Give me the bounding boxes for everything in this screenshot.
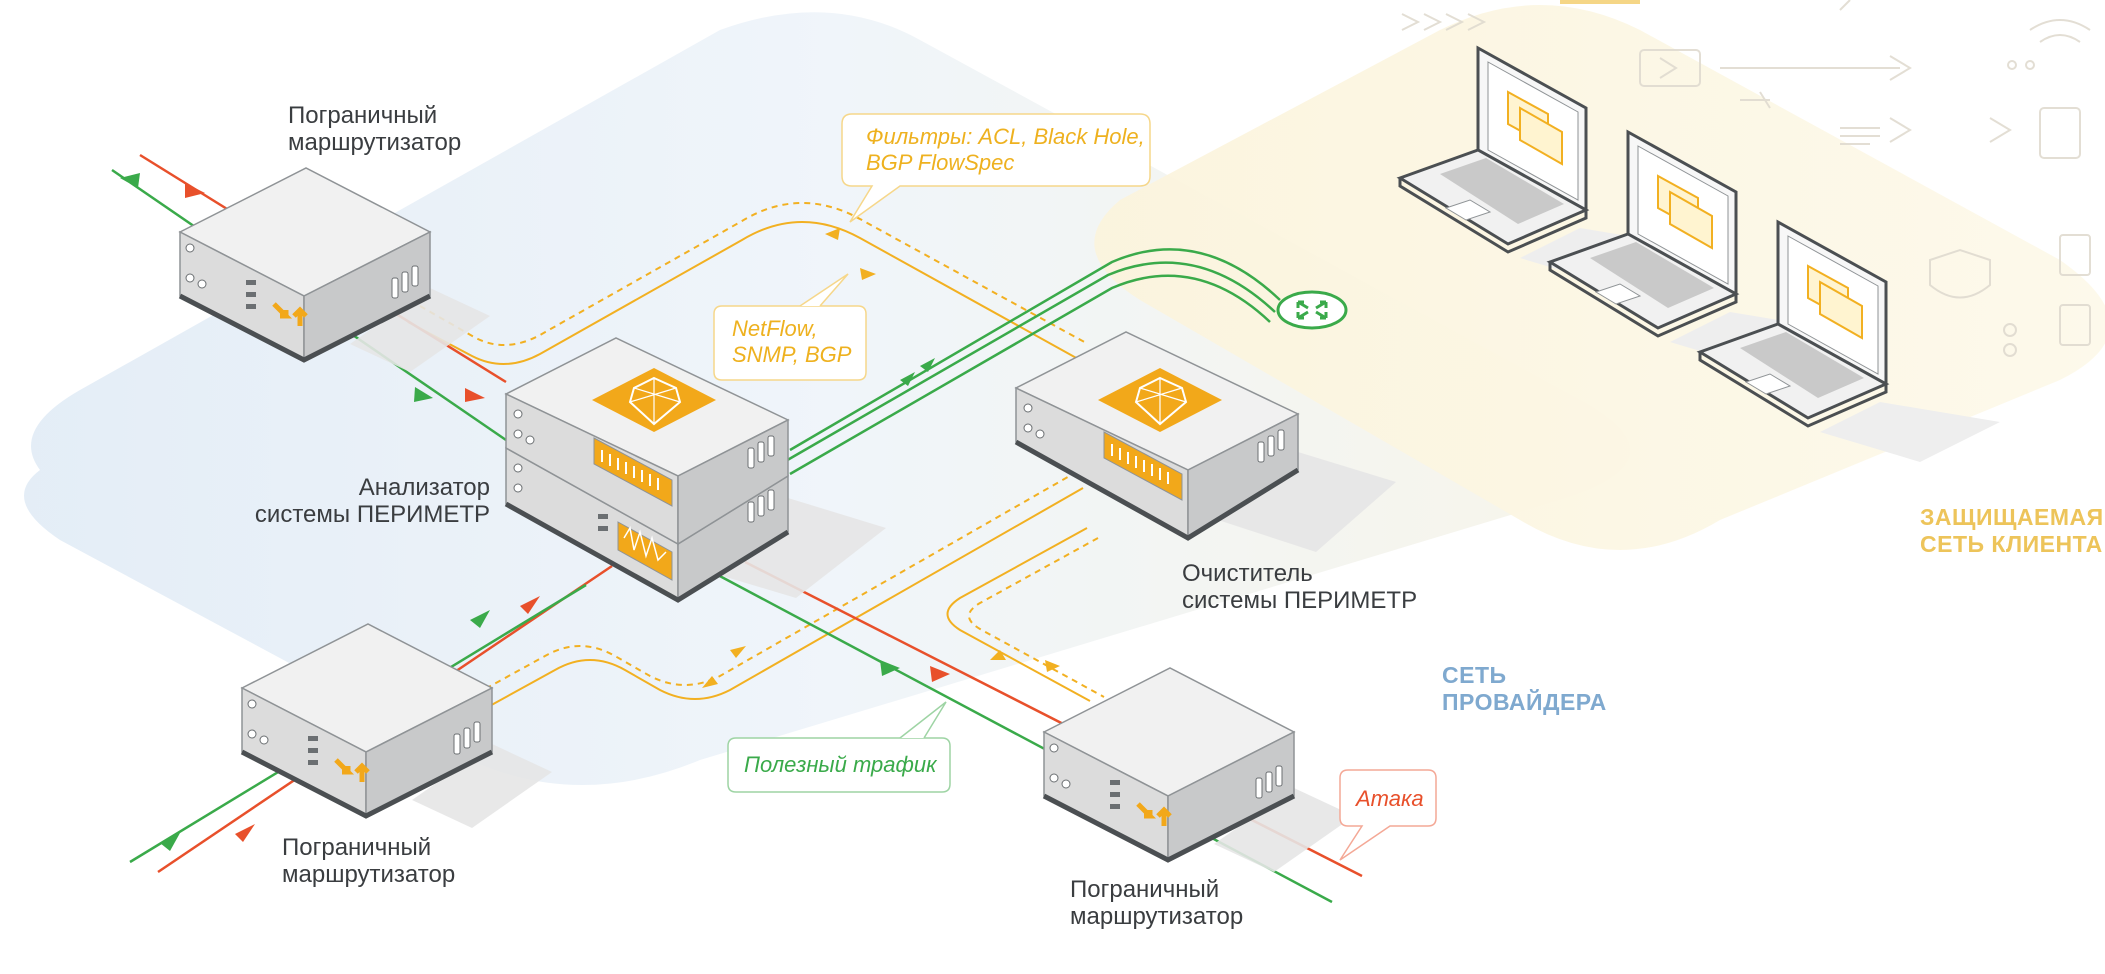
client-network-title: ЗАЩИЩАЕМАЯ СЕТЬ КЛИЕНТА xyxy=(1920,504,2104,557)
router-top[interactable] xyxy=(178,167,490,372)
perimeter-shield-icon xyxy=(1098,368,1222,432)
callout-filters-bubble xyxy=(841,113,1151,223)
analyzer-label: Анализатор системы ПЕРИМЕТР xyxy=(254,474,490,528)
callout-attack-text: Атака xyxy=(1356,786,1424,811)
callout-netflow-text: NetFlow, SNMP, BGP xyxy=(732,316,852,367)
router-bottom-left-label: Пограничный маршрутизатор xyxy=(282,834,456,888)
router-arrows-icon xyxy=(334,758,370,782)
router-arrows-icon xyxy=(1136,802,1172,826)
background-decoration xyxy=(1401,0,2091,357)
callout-useful-traffic-bubble xyxy=(727,701,951,793)
router-bottom-left[interactable] xyxy=(240,623,552,828)
router-top-label: Пограничный маршрутизатор xyxy=(288,102,462,156)
analyzer-device[interactable] xyxy=(504,337,886,603)
perimeter-shield-icon xyxy=(592,368,716,432)
router-bottom-right-label: Пограничный маршрутизатор xyxy=(1070,876,1244,930)
cleaner-label: Очиститель системы ПЕРИМЕТР xyxy=(1182,560,1418,614)
laptop-icon[interactable] xyxy=(1546,129,1850,372)
callout-attack-bubble xyxy=(1339,769,1437,861)
callout-useful-traffic-text: Полезный трафик xyxy=(744,752,937,777)
cleaner-device[interactable] xyxy=(1014,331,1396,552)
traffic-arrows xyxy=(120,173,1060,851)
callout-netflow-bubble xyxy=(713,273,867,381)
network-switch-icon[interactable] xyxy=(1276,290,1348,330)
laptop-icon[interactable] xyxy=(1696,219,2000,462)
callout-filters-text: Фильтры: ACL, Black Hole, BGP FlowSpec xyxy=(866,124,1145,175)
laptop-icon[interactable] xyxy=(1396,45,1700,288)
router-arrows-icon xyxy=(272,302,308,326)
provider-network-zone xyxy=(24,12,1631,785)
control-links xyxy=(407,202,1105,709)
router-bottom-right[interactable] xyxy=(1042,667,1354,872)
provider-network-title: СЕТЬ ПРОВАЙДЕРА xyxy=(1442,662,1607,715)
